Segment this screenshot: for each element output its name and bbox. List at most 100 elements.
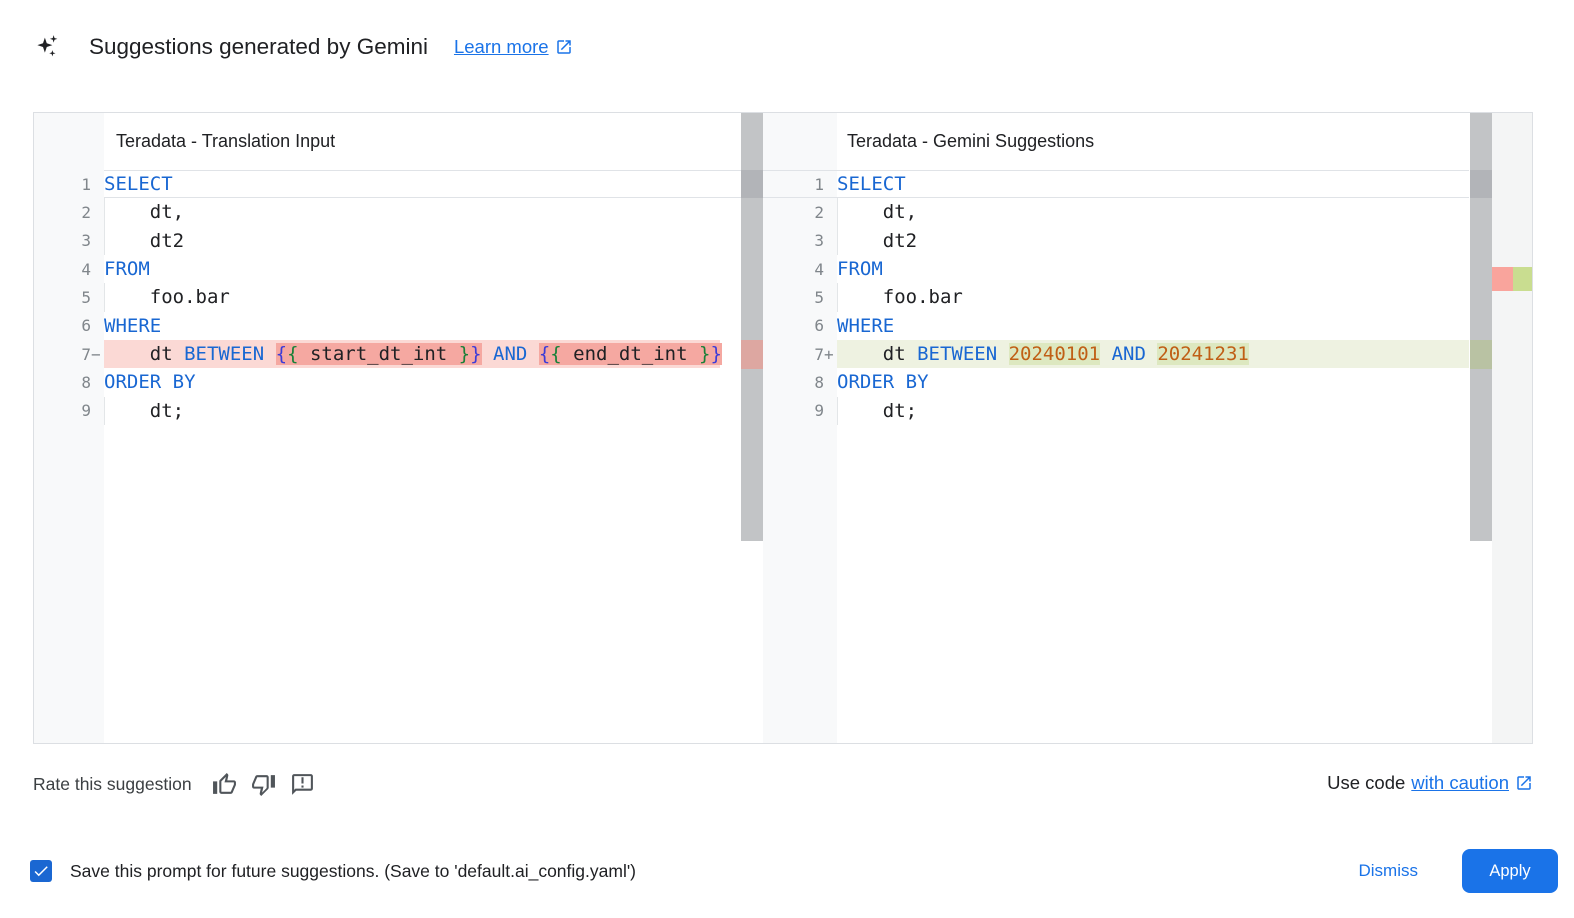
line-number: 3 bbox=[814, 231, 824, 251]
code-text[interactable]: dt2 bbox=[837, 226, 1469, 255]
thumb-down-icon[interactable] bbox=[251, 771, 277, 797]
learn-more-link[interactable]: Learn more bbox=[454, 36, 573, 58]
code-line-7[interactable]: 7+ dt BETWEEN 20240101 AND 20241231 bbox=[763, 339, 1532, 369]
line-number: 8 bbox=[814, 372, 824, 392]
with-caution-link[interactable]: with caution bbox=[1411, 772, 1509, 793]
code-text[interactable]: dt2 bbox=[104, 226, 720, 255]
current-line-highlight bbox=[763, 170, 1469, 199]
code-line-1[interactable]: 1 SELECT bbox=[34, 170, 763, 198]
rating-label: Rate this suggestion bbox=[33, 773, 192, 794]
code-text[interactable]: WHERE bbox=[104, 314, 162, 337]
current-line-highlight bbox=[104, 170, 763, 199]
caution-prefix: Use code bbox=[1327, 772, 1406, 793]
dismiss-button[interactable]: Dismiss bbox=[1358, 861, 1419, 880]
scrollbar-left[interactable] bbox=[741, 113, 763, 541]
action-buttons: Dismiss Apply bbox=[1349, 848, 1558, 894]
line-number: 2 bbox=[814, 202, 824, 222]
rating-bar: Rate this suggestion bbox=[33, 768, 316, 800]
line-number: 8 bbox=[81, 372, 91, 392]
line-number: 9 bbox=[81, 401, 91, 421]
line-number-gutter bbox=[763, 113, 837, 743]
scrollbar-cursor-marker bbox=[1470, 170, 1492, 198]
code-text[interactable]: SELECT bbox=[104, 173, 173, 195]
line-number: 5 bbox=[814, 287, 824, 307]
overview-removed-marker bbox=[1492, 267, 1513, 291]
code-line-9[interactable]: 9 dt; bbox=[763, 396, 1532, 425]
code-text[interactable]: foo.bar bbox=[104, 283, 720, 312]
scrollbar-removed-marker bbox=[741, 340, 763, 369]
code-text[interactable]: dt; bbox=[104, 396, 720, 425]
code-text[interactable]: FROM bbox=[837, 257, 883, 280]
code-line-3[interactable]: 3 dt2 bbox=[34, 226, 763, 255]
code-line-2[interactable]: 2 dt, bbox=[34, 198, 763, 227]
use-code-caution: Use code with caution bbox=[1327, 772, 1533, 794]
code-text[interactable]: SELECT bbox=[837, 173, 906, 195]
code-text[interactable]: foo.bar bbox=[837, 283, 1469, 312]
code-text[interactable]: dt BETWEEN 20240101 AND 20241231 bbox=[837, 339, 1469, 369]
line-number: 4 bbox=[814, 259, 824, 279]
indent-guide bbox=[104, 226, 105, 255]
indent-guide bbox=[837, 283, 838, 312]
external-link-icon bbox=[556, 40, 571, 54]
indent-guide bbox=[104, 283, 105, 312]
code-text[interactable]: dt BETWEEN {{ start_dt_int }} AND {{ end… bbox=[104, 339, 722, 369]
code-line-9[interactable]: 9 dt; bbox=[34, 396, 763, 425]
learn-more-label: Learn more bbox=[453, 36, 549, 57]
indent-guide bbox=[837, 226, 838, 255]
gemini-sparkle-icon bbox=[33, 31, 63, 63]
save-prompt-row: Save this prompt for future suggestions.… bbox=[30, 848, 636, 894]
scrollbar-right[interactable] bbox=[1470, 113, 1492, 541]
code-text[interactable]: dt, bbox=[104, 198, 720, 227]
code-line-2[interactable]: 2 dt, bbox=[763, 198, 1532, 227]
diff-marker: + bbox=[824, 344, 834, 364]
diff-overview-ruler[interactable] bbox=[1492, 113, 1532, 743]
code-line-5[interactable]: 5 foo.bar bbox=[763, 283, 1532, 312]
line-number: 7− bbox=[34, 340, 104, 368]
external-link-icon[interactable] bbox=[1515, 774, 1533, 792]
line-number: 4 bbox=[81, 259, 91, 279]
line-number: 3 bbox=[81, 231, 91, 251]
code-line-3[interactable]: 3 dt2 bbox=[763, 226, 1532, 255]
code-line-4[interactable]: 4 FROM bbox=[34, 255, 763, 283]
line-number: 1 bbox=[814, 174, 824, 194]
scrollbar-added-marker bbox=[1470, 340, 1492, 369]
line-number: 1 bbox=[81, 174, 91, 194]
line-number-gutter bbox=[34, 113, 104, 743]
code-line-7[interactable]: 7− dt BETWEEN {{ start_dt_int }} AND {{ … bbox=[34, 339, 763, 369]
thumb-up-icon[interactable] bbox=[212, 771, 238, 797]
line-number: 7+ bbox=[763, 340, 837, 368]
indent-guide bbox=[104, 396, 105, 425]
code-line-1[interactable]: 1 SELECT bbox=[763, 170, 1532, 198]
code-line-4[interactable]: 4 FROM bbox=[763, 255, 1532, 283]
save-prompt-checkbox[interactable] bbox=[30, 860, 52, 882]
overview-added-marker bbox=[1513, 267, 1532, 291]
panel-title-left: Teradata - Translation Input bbox=[116, 131, 336, 151]
line-number: 6 bbox=[81, 316, 91, 336]
line-number: 5 bbox=[81, 287, 91, 307]
indent-guide bbox=[837, 396, 838, 425]
save-prompt-label: Save this prompt for future suggestions.… bbox=[70, 860, 636, 881]
panel-translation-input: Teradata - Translation Input 1 SELECT 2 dt… bbox=[34, 113, 763, 743]
code-line-6[interactable]: 6 WHERE bbox=[34, 312, 763, 340]
code-line-8[interactable]: 8 ORDER BY bbox=[763, 368, 1532, 396]
feedback-icon[interactable] bbox=[290, 771, 316, 797]
code-text[interactable]: ORDER BY bbox=[837, 371, 929, 394]
indent-guide bbox=[837, 198, 838, 227]
code-line-5[interactable]: 5 foo.bar bbox=[34, 283, 763, 312]
code-line-8[interactable]: 8 ORDER BY bbox=[34, 368, 763, 396]
header: Suggestions generated by Gemini Learn mo… bbox=[33, 28, 573, 66]
code-text[interactable]: ORDER BY bbox=[104, 371, 196, 394]
code-text[interactable]: WHERE bbox=[837, 314, 895, 337]
code-text[interactable]: dt; bbox=[837, 396, 1469, 425]
diff-container: Teradata - Translation Input 1 SELECT 2 dt… bbox=[33, 112, 1533, 744]
page-title: Suggestions generated by Gemini bbox=[89, 34, 428, 59]
line-number: 9 bbox=[814, 401, 824, 421]
apply-button[interactable]: Apply bbox=[1462, 849, 1558, 893]
code-text[interactable]: FROM bbox=[104, 257, 150, 280]
code-text[interactable]: dt, bbox=[837, 198, 1469, 227]
indent-guide bbox=[104, 198, 105, 227]
